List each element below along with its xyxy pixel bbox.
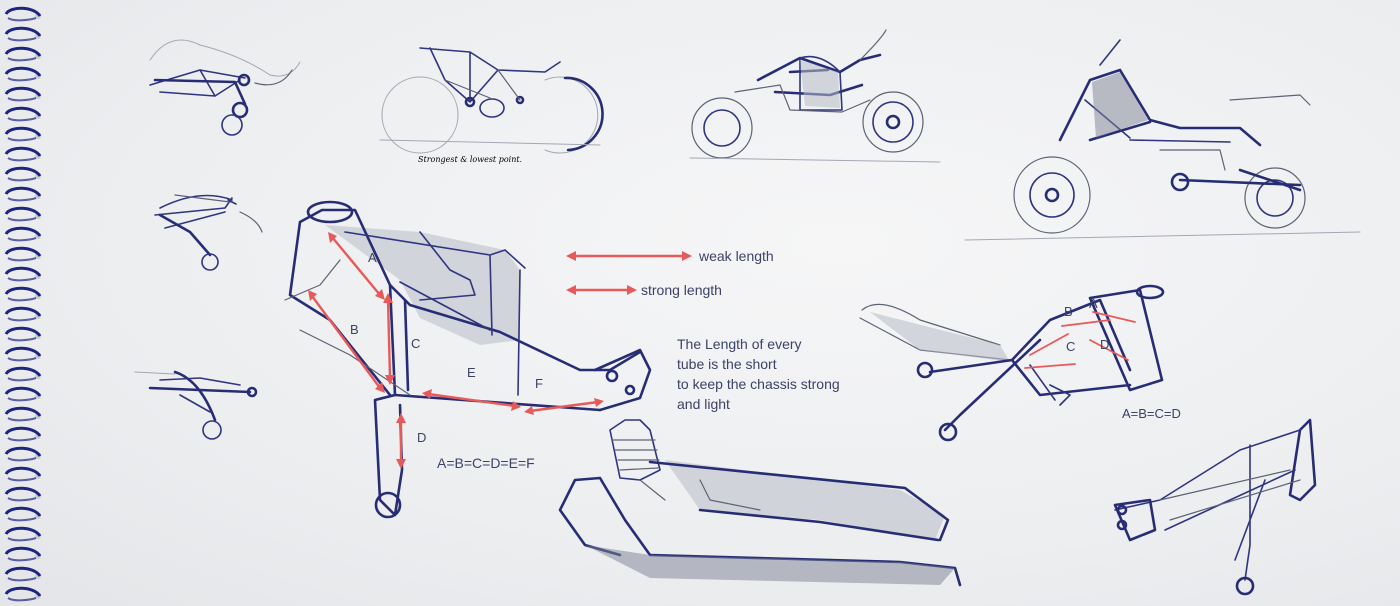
binding-ring	[4, 226, 42, 237]
binding-ring	[4, 406, 42, 417]
right-tube-label-d: D	[1100, 337, 1110, 352]
main-tube-label-a: A	[368, 250, 377, 265]
binding-ring	[4, 306, 42, 317]
binding-ring	[4, 566, 42, 577]
binding-ring-back	[7, 157, 37, 162]
binding-ring-back	[7, 17, 37, 22]
small-frame-sketch-2	[154, 194, 263, 271]
handwritten-caption: Strongest & lowest point.	[418, 155, 522, 164]
note-line-1: The Length of every	[677, 336, 802, 352]
binding-ring	[4, 106, 42, 117]
note-line-4: and light	[677, 396, 730, 412]
binding-ring	[4, 6, 42, 17]
binding-ring-back	[7, 137, 37, 142]
design-note: The Length of every tube is the short to…	[677, 334, 840, 414]
binding-ring-back	[7, 477, 37, 482]
right-chassis-sketch	[859, 284, 1165, 442]
legend-weak-label: weak length	[699, 248, 774, 264]
frame-with-wheels-sketch	[379, 47, 604, 154]
legend-strong-label: strong length	[641, 282, 722, 298]
binding-ring-back	[7, 537, 37, 542]
binding-ring-back	[7, 377, 37, 382]
main-tube-label-e: E	[467, 365, 476, 380]
binding-ring	[4, 486, 42, 497]
binding-ring	[4, 586, 42, 597]
binding-ring-back	[7, 177, 37, 182]
binding-ring-back	[7, 197, 37, 202]
binding-ring-back	[7, 277, 37, 282]
note-line-2: tube is the short	[677, 356, 777, 372]
binding-ring	[4, 426, 42, 437]
binding-ring-back	[7, 397, 37, 402]
binding-ring-back	[7, 57, 37, 62]
binding-ring	[4, 146, 42, 157]
right-tube-label-c: C	[1066, 339, 1076, 354]
binding-ring-back	[7, 417, 37, 422]
binding-ring	[4, 466, 42, 477]
right-frame-equation: A=B=C=D	[1122, 406, 1181, 421]
motorcycle-large-sketch	[964, 39, 1361, 241]
binding-ring-back	[7, 557, 37, 562]
motorcycle-side-sketch	[689, 29, 941, 163]
binding-ring	[4, 386, 42, 397]
binding-ring	[4, 246, 42, 257]
binding-ring-back	[7, 297, 37, 302]
right-tube-label-a: A	[1089, 296, 1098, 311]
small-frame-sketch-1	[149, 39, 301, 136]
legend-weak-arrow	[566, 251, 692, 261]
main-frame-length-arrows	[308, 232, 604, 469]
main-tube-label-b: B	[350, 322, 359, 337]
binding-ring-back	[7, 497, 37, 502]
binding-ring	[4, 86, 42, 97]
right-frame-length-arrows	[1024, 311, 1136, 369]
main-frame-equation: A=B=C=D=E=F	[437, 455, 535, 471]
binding-ring-back	[7, 457, 37, 462]
binding-ring	[4, 506, 42, 517]
note-line-3: to keep the chassis strong	[677, 376, 840, 392]
binding-ring	[4, 206, 42, 217]
main-tube-label-d: D	[417, 430, 427, 445]
binding-ring-back	[7, 517, 37, 522]
binding-ring-back	[7, 357, 37, 362]
binding-ring	[4, 286, 42, 297]
right-tube-label-b: B	[1064, 304, 1073, 319]
binding-ring	[4, 326, 42, 337]
swingarm-sketch	[558, 419, 962, 587]
binding-ring-back	[7, 37, 37, 42]
binding-ring	[4, 66, 42, 77]
binding-ring-back	[7, 577, 37, 582]
binding-ring-back	[7, 77, 37, 82]
small-frame-sketch-3	[134, 370, 258, 440]
main-chassis-sketch	[284, 200, 652, 519]
binding-ring-back	[7, 217, 37, 222]
binding-ring-back	[7, 317, 37, 322]
binding-ring	[4, 446, 42, 457]
binding-ring	[4, 46, 42, 57]
binding-ring	[4, 526, 42, 537]
binding-ring	[4, 366, 42, 377]
legend-strong-arrow	[566, 285, 637, 295]
binding-ring-back	[7, 597, 37, 602]
main-tube-label-c: C	[411, 336, 421, 351]
binding-ring-back	[7, 257, 37, 262]
binding-ring-back	[7, 337, 37, 342]
binding-ring-back	[7, 237, 37, 242]
binding-ring	[4, 186, 42, 197]
main-tube-label-f: F	[535, 376, 543, 391]
binding-ring	[4, 166, 42, 177]
binding-ring	[4, 546, 42, 557]
binding-ring-back	[7, 97, 37, 102]
binding-ring-back	[7, 117, 37, 122]
binding-ring	[4, 26, 42, 37]
small-frame-sketch-4	[1113, 418, 1317, 596]
binding-ring	[4, 266, 42, 277]
binding-ring-back	[7, 437, 37, 442]
binding-ring	[4, 346, 42, 357]
spiral-binding	[4, 6, 42, 602]
binding-ring	[4, 126, 42, 137]
